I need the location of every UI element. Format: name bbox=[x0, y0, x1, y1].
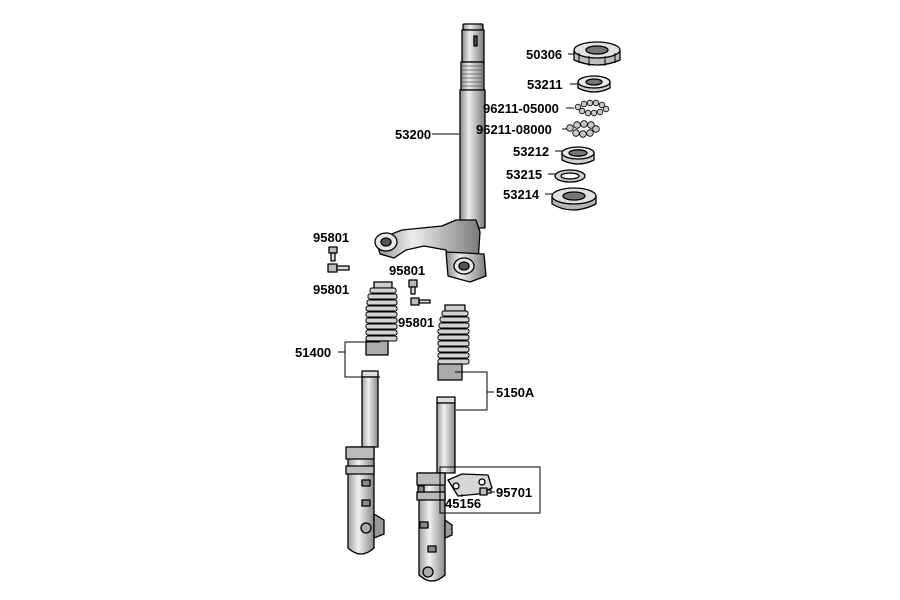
part-label-45156: 45156 bbox=[445, 496, 481, 511]
part-label-53214: 53214 bbox=[503, 187, 540, 202]
dust-seal-ring bbox=[554, 169, 586, 183]
part-label-96211-08000: 96211-08000 bbox=[476, 122, 552, 137]
fork-boot-right bbox=[437, 304, 470, 381]
steering-stem-shaft bbox=[459, 23, 486, 229]
part-label-51400: 51400 bbox=[295, 345, 331, 360]
bracket-51400 bbox=[344, 341, 380, 378]
bracket-5150A bbox=[455, 371, 488, 411]
fork-leg-right bbox=[416, 396, 456, 582]
part-label-95801-a: 95801 bbox=[313, 230, 349, 245]
part-label-95801-b: 95801 bbox=[313, 282, 349, 297]
bolt-95801-right-lower bbox=[410, 297, 431, 306]
top-nut bbox=[573, 41, 621, 66]
triple-clamp bbox=[374, 219, 487, 283]
steel-balls-small bbox=[574, 99, 610, 117]
part-label-53215: 53215 bbox=[506, 167, 542, 182]
callout-box-caliper-bracket bbox=[439, 466, 541, 514]
part-label-53212: 53212 bbox=[513, 144, 549, 159]
top-cone-race bbox=[577, 75, 611, 93]
bolt-95801-left-lower bbox=[327, 263, 350, 273]
part-label-95701: 95701 bbox=[496, 485, 532, 500]
part-label-50306: 50306 bbox=[526, 47, 562, 62]
bolt-95801-right-upper bbox=[408, 279, 418, 295]
bolt-95801-left-upper bbox=[328, 246, 338, 262]
part-label-5150A: 5150A bbox=[496, 385, 535, 400]
part-label-96211-05000: 96211-05000 bbox=[483, 101, 559, 116]
bottom-cone-race bbox=[551, 187, 597, 211]
part-label-95801-d: 95801 bbox=[398, 315, 434, 330]
fork-boot-left bbox=[365, 281, 398, 356]
fork-leg-left bbox=[345, 370, 385, 555]
part-label-53211: 53211 bbox=[527, 77, 562, 92]
steel-balls-large bbox=[566, 120, 600, 138]
upper-bearing-race bbox=[561, 146, 595, 165]
part-label-95801-c: 95801 bbox=[389, 263, 425, 278]
part-label-53200: 53200 bbox=[395, 127, 431, 142]
